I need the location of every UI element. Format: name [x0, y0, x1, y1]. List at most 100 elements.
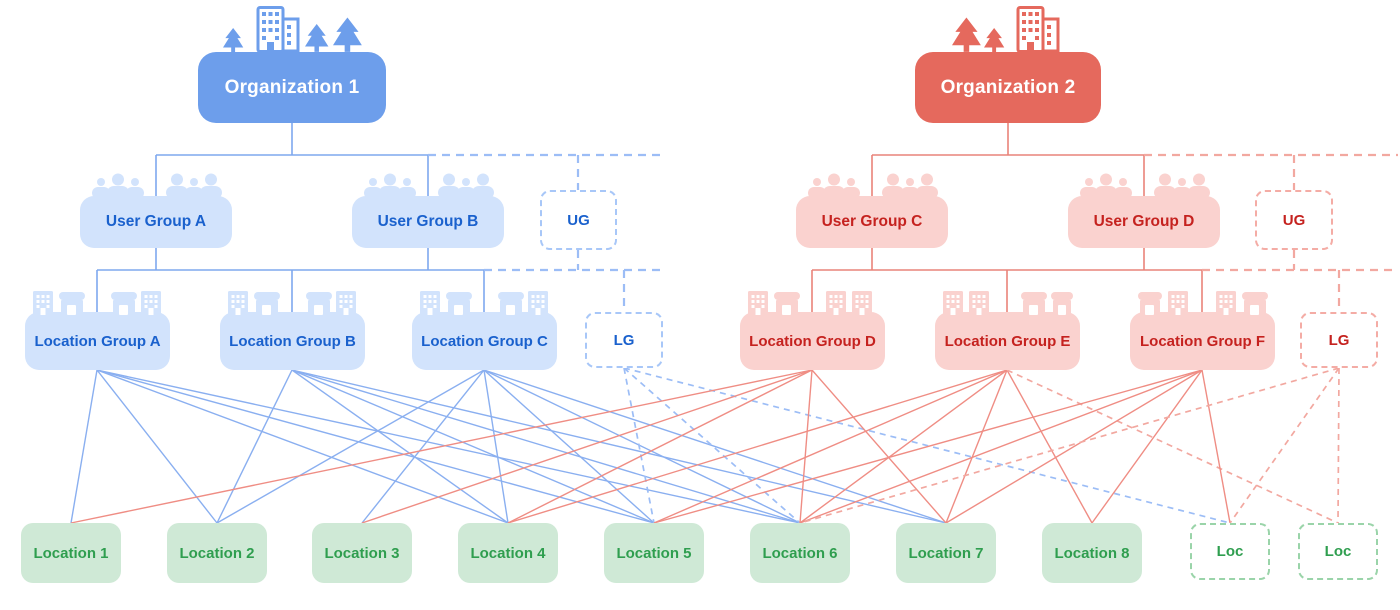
edge-lgD-l7 [811, 369, 947, 524]
user-group-a-label: User Group A [105, 213, 207, 230]
storefront-buildings-icon [747, 291, 872, 315]
storefront-buildings-icon [1137, 291, 1268, 315]
storefront-buildings-icon [419, 291, 548, 315]
edge-lgMoreBlue-locMore1 [623, 367, 1231, 524]
user-group-a-box: User Group A [80, 173, 232, 248]
edge-lgD-l4 [507, 369, 813, 524]
location-group-placeholder-blue-label: LG [613, 331, 635, 349]
edge-lgA-l5 [96, 369, 655, 524]
edge-lgC-l5 [483, 369, 655, 524]
location-group-a-box: Location Group A [25, 291, 170, 370]
edge-lgC-l3 [361, 369, 485, 524]
edge-lgF-l6 [799, 369, 1203, 524]
location-6-label: Location 6 [762, 544, 838, 562]
location-2-box: Location 2 [167, 523, 267, 583]
edge-lgC-l2 [216, 369, 485, 524]
location-placeholder-1-label: Loc [1216, 543, 1244, 560]
edge-lgF-l5 [653, 369, 1203, 524]
edge-lgMoreBlue-l5 [623, 367, 655, 524]
location-group-placeholder-red-label: LG [1328, 331, 1350, 349]
location-1-box: Location 1 [21, 523, 121, 583]
user-group-d-box: User Group D [1068, 173, 1220, 248]
edge-lgA-l4 [96, 369, 509, 524]
location-7-box: Location 7 [896, 523, 996, 583]
edge-lgB-l2 [216, 369, 293, 524]
edge-lgE-l5 [653, 369, 1008, 524]
location-5-box: Location 5 [604, 523, 704, 583]
people-icon [92, 173, 222, 199]
user-group-c-box: User Group C [796, 173, 948, 248]
user-group-d-label: User Group D [1093, 213, 1195, 230]
edge-lgMoreRed-locMore2 [1337, 367, 1340, 524]
edge-lgE-l7 [945, 369, 1008, 524]
edge-lgB-l4 [291, 369, 509, 524]
edge-lgC-l7 [483, 369, 947, 524]
edge-lgC-l6 [483, 369, 801, 524]
organization-1-box: Organization 1 [198, 52, 386, 123]
storefront-buildings-icon [227, 291, 356, 315]
location-group-c-label: Location Group C [421, 332, 548, 350]
edge-lgF-locMore1 [1201, 369, 1231, 524]
organization-2-box: Organization 2 [915, 52, 1101, 123]
location-group-placeholder-red-box: LG [1300, 312, 1378, 368]
organization-2-buildings-trees-icon [952, 6, 1060, 52]
location-group-e-label: Location Group E [944, 332, 1071, 350]
organization-1-buildings-trees-icon [223, 6, 362, 52]
location-4-box: Location 4 [458, 523, 558, 583]
location-group-d-label: Location Group D [749, 332, 876, 350]
location-3-box: Location 3 [312, 523, 412, 583]
edge-lgB-l7 [291, 369, 947, 524]
location-placeholder-2-box: Loc [1298, 523, 1378, 580]
people-icon [364, 173, 494, 199]
organization-1-label: Organization 1 [224, 76, 360, 98]
edge-lgMoreRed-l6 [799, 367, 1340, 524]
location-6-box: Location 6 [750, 523, 850, 583]
edge-lgD-l6 [799, 369, 813, 524]
location-placeholder-1-box: Loc [1190, 523, 1270, 580]
edge-lgE-locMore2 [1006, 369, 1339, 524]
people-icon [808, 173, 938, 199]
user-group-placeholder-blue-box: UG [540, 190, 617, 250]
edge-lgF-l7 [945, 369, 1203, 524]
user-group-b-label: User Group B [377, 213, 479, 230]
edge-lgD-l1 [70, 369, 813, 524]
location-group-placeholder-blue-box: LG [585, 312, 663, 368]
edge-lgE-l8 [1006, 369, 1093, 524]
location-group-f-box: Location Group F [1130, 291, 1275, 370]
location-group-b-label: Location Group B [229, 332, 356, 350]
edge-lgA-l6 [96, 369, 801, 524]
location-8-box: Location 8 [1042, 523, 1142, 583]
people-icon [1080, 173, 1210, 199]
edge-lgB-l5 [291, 369, 655, 524]
location-7-label: Location 7 [908, 544, 984, 562]
location-2-label: Location 2 [179, 544, 255, 562]
edge-lgE-l4 [507, 369, 1008, 524]
location-group-f-label: Location Group F [1140, 332, 1265, 350]
edge-lgC-l4 [483, 369, 509, 524]
user-group-placeholder-red-box: UG [1255, 190, 1333, 250]
edge-lgA-l1 [70, 369, 98, 524]
location-group-e-box: Location Group E [935, 291, 1080, 370]
edge-lgE-l6 [799, 369, 1008, 524]
user-group-placeholder-blue-label: UG [567, 211, 590, 229]
location-group-c-box: Location Group C [412, 291, 557, 370]
location-5-label: Location 5 [616, 544, 692, 562]
location-8-label: Location 8 [1054, 544, 1130, 562]
user-group-c-label: User Group C [821, 213, 923, 230]
location-group-d-box: Location Group D [740, 291, 885, 370]
location-4-label: Location 4 [470, 544, 546, 562]
edge-lgMoreRed-locMore1 [1229, 367, 1340, 524]
location-placeholder-2-label: Loc [1324, 543, 1352, 560]
storefront-buildings-icon [942, 291, 1073, 315]
location-group-a-label: Location Group A [34, 332, 161, 350]
organization-2-label: Organization 2 [940, 76, 1076, 98]
user-group-b-box: User Group B [352, 173, 504, 248]
edge-lgD-l3 [361, 369, 813, 524]
edge-lgF-l8 [1091, 369, 1203, 524]
location-group-b-box: Location Group B [220, 291, 365, 370]
user-group-placeholder-red-label: UG [1282, 211, 1306, 229]
location-1-label: Location 1 [33, 544, 109, 562]
edge-lgB-l6 [291, 369, 801, 524]
